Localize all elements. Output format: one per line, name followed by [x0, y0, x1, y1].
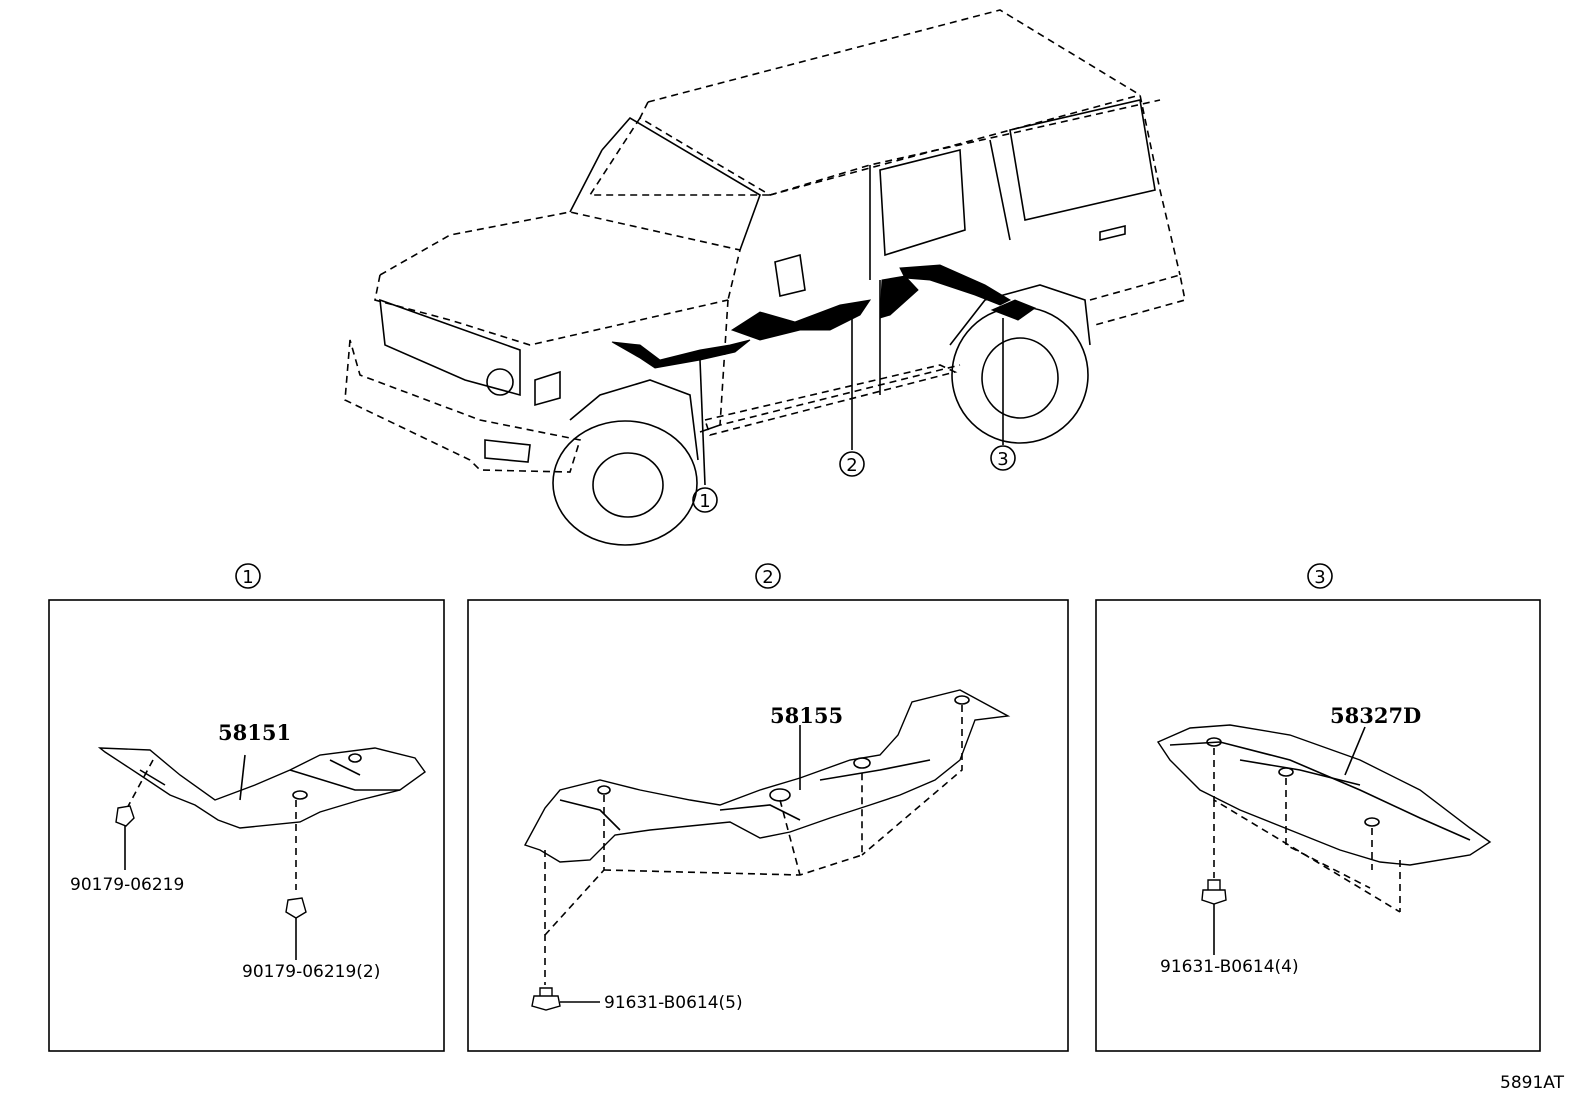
- callout-number: 3: [997, 449, 1008, 470]
- panel-2-frame: [467, 599, 1069, 1052]
- callout-number: 1: [699, 491, 710, 512]
- part-58327D-drawing: [1156, 724, 1492, 866]
- vehicle-callout-3: 3: [990, 445, 1016, 471]
- panel-1-frame: [48, 599, 445, 1052]
- fastener-label: 91631-B0614(5): [604, 993, 743, 1013]
- clip-90179-06219: [115, 805, 135, 870]
- part-number-58151: 58151: [218, 720, 291, 745]
- vehicle-callout-2: 2: [839, 451, 865, 477]
- part-58155-drawing: [523, 689, 1011, 863]
- diagram-code: 5891AT: [1500, 1073, 1565, 1093]
- bolt-91631-B0614-4: [1201, 879, 1227, 955]
- clip-90179-06219-2: [285, 897, 307, 960]
- callout-number: 2: [846, 455, 857, 476]
- panel-number: 2: [762, 567, 773, 588]
- panel-3-marker: 3: [1307, 563, 1333, 589]
- part-number-58155: 58155: [770, 703, 843, 728]
- panel-2-marker: 2: [755, 563, 781, 589]
- panel-number: 1: [242, 567, 253, 588]
- insulator-highlights: [611, 264, 1037, 369]
- fastener-label: 91631-B0614(4): [1160, 957, 1299, 977]
- fastener-label: 90179-06219(2): [242, 962, 380, 982]
- fastener-label: 90179-06219: [70, 875, 184, 895]
- part-number-58327D: 58327D: [1330, 703, 1421, 728]
- panel-number: 3: [1314, 567, 1325, 588]
- panel-3-frame: [1095, 599, 1541, 1052]
- panel-1-marker: 1: [235, 563, 261, 589]
- vehicle-callout-1: 1: [692, 487, 718, 513]
- vehicle-illustration: [344, 9, 1186, 546]
- part-58151-drawing: [97, 747, 426, 829]
- bolt-91631-B0614: [531, 987, 600, 1011]
- leader-line: [699, 359, 706, 486]
